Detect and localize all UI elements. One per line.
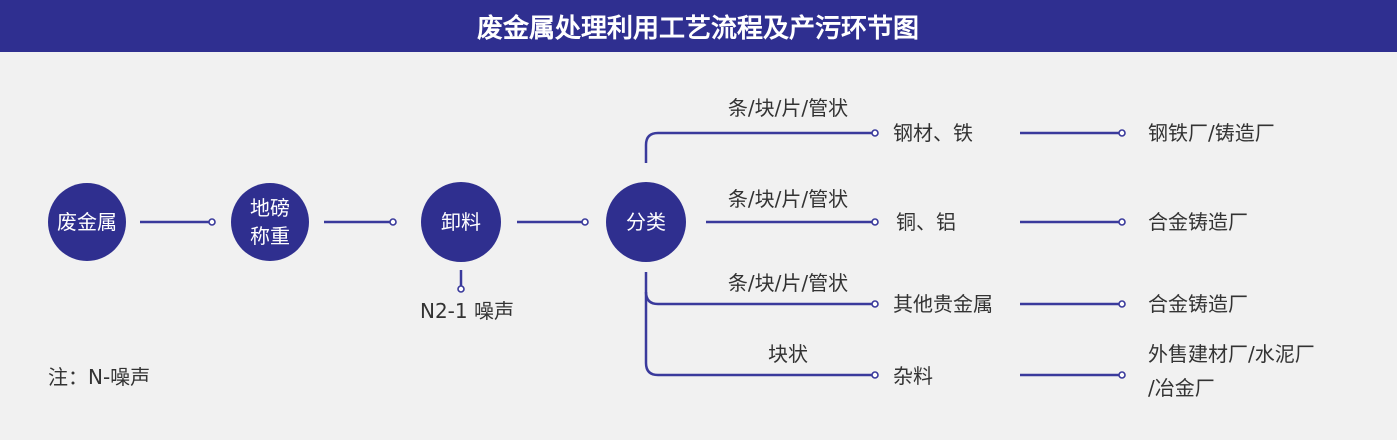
- branch-3-destination: 合金铸造厂: [1148, 292, 1248, 316]
- branch-4-end-dot: [871, 371, 879, 379]
- process-node-weighing: 地磅 称重: [231, 183, 309, 261]
- node-label-line-2: 称重: [250, 224, 290, 248]
- node-label: 卸料: [441, 210, 481, 234]
- destination-connector-1-end-dot: [1118, 129, 1126, 137]
- branch-2-form: 条/块/片/管状: [728, 187, 848, 211]
- branch-1-end-dot: [871, 129, 879, 137]
- process-node-scrap-metal: 废金属: [48, 183, 126, 261]
- process-node-sorting: 分类: [606, 182, 686, 262]
- node-circle: [231, 183, 309, 261]
- branch-2-destination: 合金铸造厂: [1148, 210, 1248, 234]
- branch-3-form: 条/块/片/管状: [728, 271, 848, 295]
- node-label: 分类: [626, 210, 666, 234]
- branch-4-material: 杂料: [893, 364, 933, 388]
- branch-4-line: [644, 292, 872, 377]
- destination-connector-2-end-dot: [1118, 218, 1126, 226]
- connector-2-end-dot: [389, 218, 397, 226]
- legend-note: 注：N-噪声: [48, 365, 150, 389]
- branch-2-end-dot: [871, 218, 879, 226]
- branch-1-destination: 钢铁厂/铸造厂: [1148, 121, 1275, 145]
- destination-connector-4-end-dot: [1118, 371, 1126, 379]
- branch-2-material: 铜、铝: [896, 210, 956, 234]
- noise-label: N2-1 噪声: [420, 299, 514, 323]
- title-bar: [0, 0, 1397, 52]
- branch-4-form: 块状: [768, 342, 808, 366]
- process-node-unloading: 卸料: [421, 182, 501, 262]
- branch-4-destination-line-1: 外售建材厂/水泥厂: [1148, 342, 1315, 366]
- node-circle: [606, 182, 686, 262]
- branch-3-material: 其他贵金属: [893, 292, 993, 316]
- connector-3-end-dot: [581, 218, 589, 226]
- branch-1-form: 条/块/片/管状: [728, 96, 848, 120]
- branch-4-destination-line-2: /冶金厂: [1148, 376, 1215, 400]
- branch-3-end-dot: [871, 300, 879, 308]
- branch-1-line: [644, 131, 872, 163]
- connector-1-end-dot: [208, 218, 216, 226]
- diagram-title: 废金属处理利用工艺流程及产污环节图: [477, 13, 919, 44]
- node-circle: [48, 183, 126, 261]
- node-circle: [421, 182, 501, 262]
- destination-connector-3-end-dot: [1118, 300, 1126, 308]
- node-label: 废金属: [57, 210, 117, 234]
- branch-1-material: 钢材、铁: [893, 121, 973, 145]
- node-label-line-1: 地磅: [250, 196, 290, 220]
- noise-connector-end-dot: [457, 285, 465, 293]
